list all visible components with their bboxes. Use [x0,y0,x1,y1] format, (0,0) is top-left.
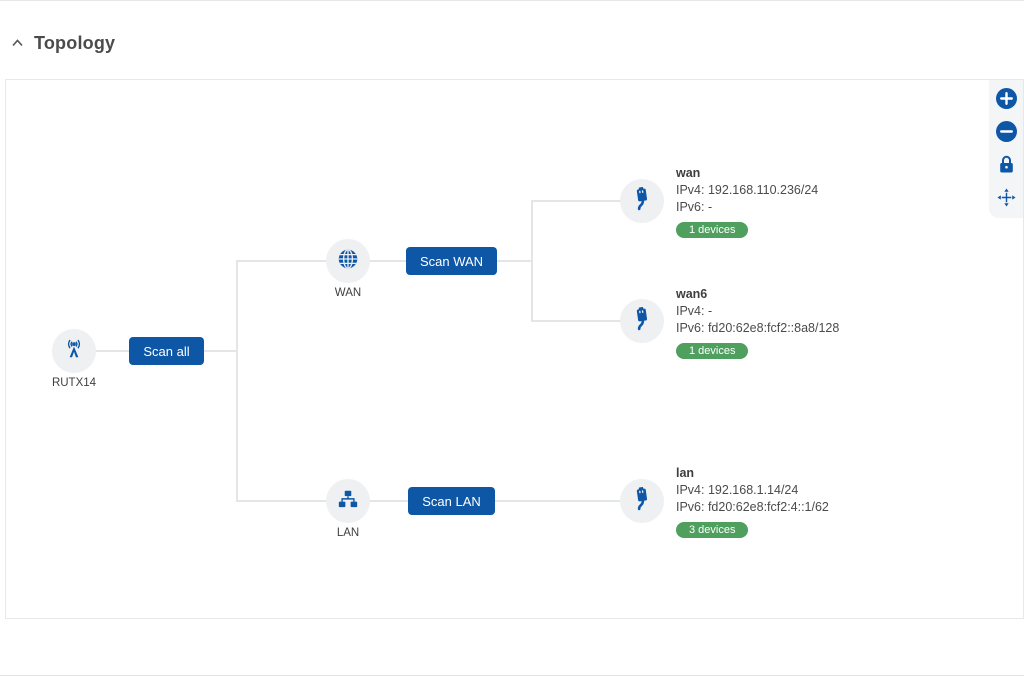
zoom-out-icon[interactable] [995,121,1017,142]
node-lan[interactable] [620,479,664,523]
interface-ipv4: IPv4: 192.168.110.236/24 [676,183,819,197]
node-rutx14-label: RUTX14 [51,377,97,389]
interface-ipv6: IPv6: fd20:62e8:fcf2::8a8/128 [676,321,840,335]
connector-wan-split [531,200,533,322]
connector-wan6 [532,320,622,322]
interface-wan-info: wan IPv4: 192.168.110.236/24 IPv6: - 1 d… [676,165,916,238]
connector-main-branch [236,260,238,502]
topology-section-header[interactable]: Topology [8,33,115,54]
devices-badge: 1 devices [676,222,749,238]
interface-lan-info: lan IPv4: 192.168.1.14/24 IPv6: fd20:62e… [676,465,916,538]
node-wan6[interactable] [620,299,664,343]
connector-wan [532,200,622,202]
interface-ipv4: IPv4: 192.168.1.14/24 [676,483,799,497]
canvas-toolbar [989,80,1023,218]
interface-ipv6: IPv6: - [676,200,713,214]
node-wan-group-label: WAN [334,287,362,299]
topology-canvas[interactable]: RUTX14 Scan all WAN Scan WAN [5,79,1024,619]
scan-all-button[interactable]: Scan all [129,337,204,365]
antenna-icon [62,337,86,366]
chevron-up-icon[interactable] [8,35,26,53]
interface-wan6-info: wan6 IPv4: - IPv6: fd20:62e8:fcf2::8a8/1… [676,286,916,359]
ethernet-cable-icon [631,186,653,217]
ethernet-cable-icon [631,306,653,337]
lock-icon[interactable] [996,154,1017,175]
connector-wan-row [237,260,532,262]
node-lan-group-label: LAN [336,527,360,539]
scan-lan-button[interactable]: Scan LAN [408,487,495,515]
interface-ipv6: IPv6: fd20:62e8:fcf2:4::1/62 [676,500,829,514]
node-wan[interactable] [620,179,664,223]
interface-ipv4: IPv4: - [676,304,713,318]
section-divider [0,675,1024,676]
scan-wan-button[interactable]: Scan WAN [406,247,497,275]
node-wan-group[interactable] [326,239,370,283]
page-title: Topology [34,33,116,53]
interface-name: wan6 [676,287,708,301]
interface-name: lan [676,466,695,480]
interface-name: wan [676,166,701,180]
node-rutx14[interactable] [52,329,96,373]
devices-badge: 1 devices [676,343,749,359]
devices-badge: 3 devices [676,522,749,538]
zoom-in-icon[interactable] [995,88,1017,109]
node-lan-group[interactable] [326,479,370,523]
ethernet-cable-icon [631,486,653,517]
sitemap-icon [336,487,360,516]
globe-icon [336,247,360,276]
pan-icon[interactable] [996,187,1017,208]
